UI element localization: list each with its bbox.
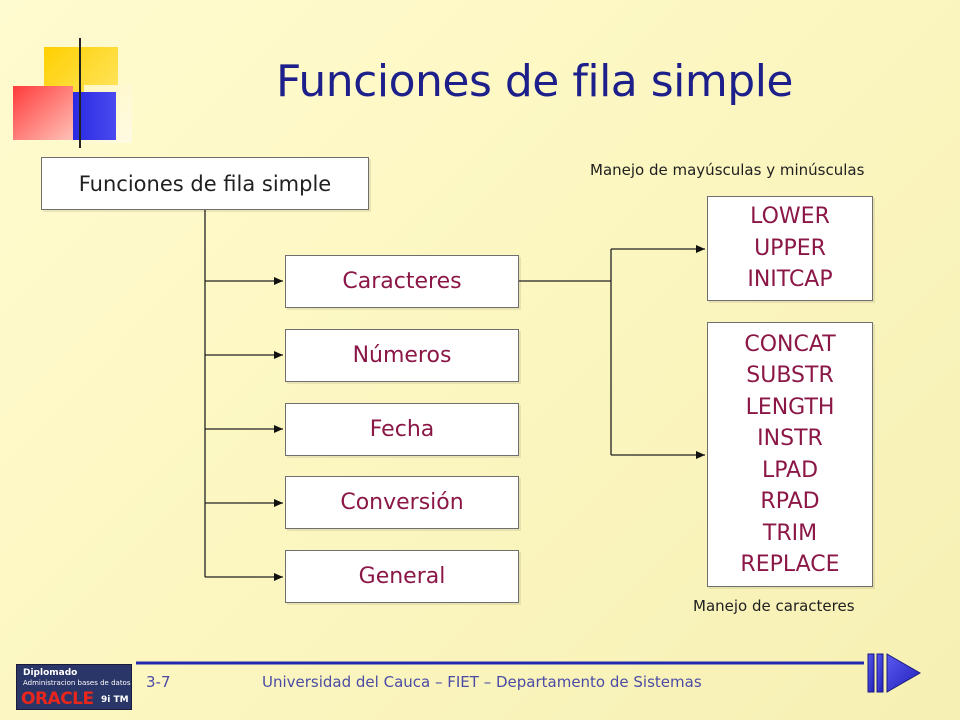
category-box-caracteres: Caracteres: [285, 255, 519, 308]
category-box-fecha: Fecha: [285, 403, 519, 456]
function-name: LPAD: [761, 457, 819, 483]
function-name: LENGTH: [745, 394, 835, 420]
category-box-conversion: Conversión: [285, 476, 519, 529]
function-name: CONCAT: [744, 331, 836, 357]
end-navigation-icon[interactable]: [866, 650, 926, 696]
deco-red-square: [13, 86, 73, 140]
function-name: SUBSTR: [746, 363, 834, 388]
category-label: Conversión: [340, 490, 464, 515]
category-label: Caracteres: [342, 269, 462, 294]
function-name: INSTR: [757, 426, 823, 451]
root-box: Funciones de fila simple: [41, 157, 369, 210]
category-box-general: General: [285, 550, 519, 603]
function-name: LOWER: [750, 204, 830, 230]
case-group-label: Manejo de mayúsculas y minúsculas: [590, 161, 865, 179]
case-group-box: LOWER UPPER INITCAP: [707, 196, 873, 301]
function-name: RPAD: [760, 489, 820, 514]
footer-text: Universidad del Cauca – FIET – Departame…: [262, 673, 702, 691]
category-label: Números: [352, 343, 452, 368]
char-group-box: CONCAT SUBSTR LENGTH INSTR LPAD RPAD TRI…: [707, 322, 873, 587]
category-label: Fecha: [369, 417, 435, 442]
slide-number: 3-7: [146, 673, 171, 691]
oracle-logo: Diplomado Administracion bases de datos …: [16, 664, 132, 710]
decorative-squares: [13, 38, 912, 148]
function-name: TRIM: [762, 520, 818, 546]
category-label: General: [358, 564, 446, 589]
root-label: Funciones de fila simple: [78, 171, 332, 196]
function-name: UPPER: [754, 235, 826, 261]
page-title: Funciones de fila simple: [276, 56, 794, 107]
function-name: REPLACE: [740, 552, 840, 577]
category-box-numeros: Números: [285, 329, 519, 382]
char-group-label: Manejo de caracteres: [693, 597, 855, 615]
function-name: INITCAP: [747, 267, 833, 293]
